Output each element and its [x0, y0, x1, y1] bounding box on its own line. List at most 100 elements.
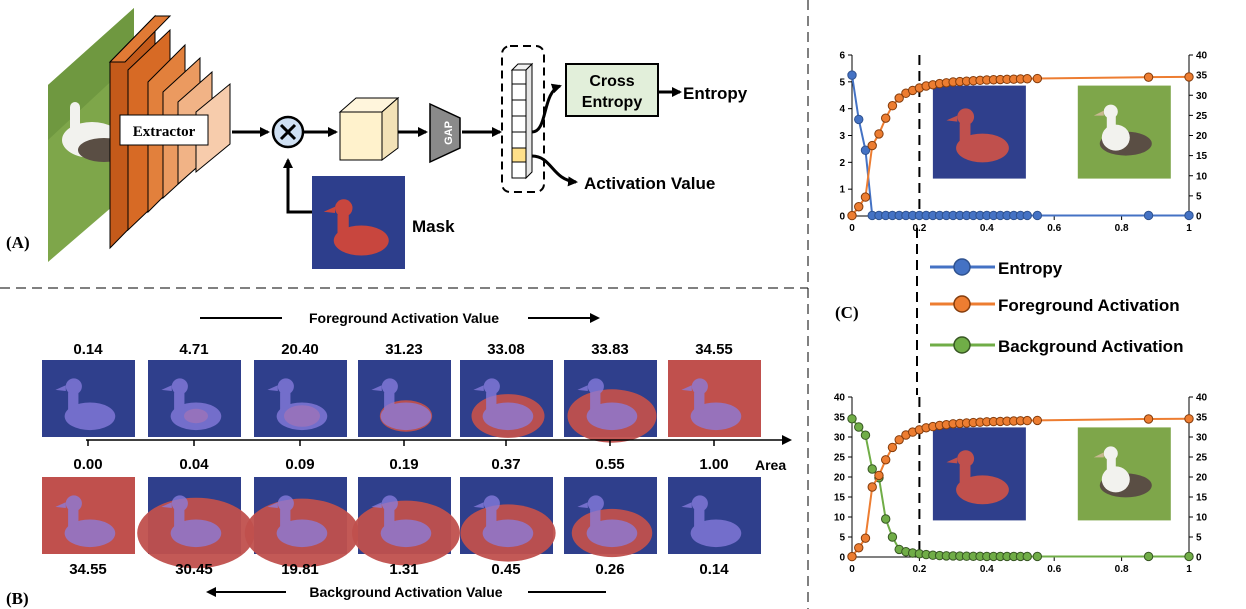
bg-value-label: 0.26 [595, 561, 624, 578]
area-value-label: 0.09 [285, 456, 314, 473]
data-point [860, 430, 871, 440]
area-value-label: 0.37 [491, 456, 520, 473]
mask-image [312, 176, 405, 269]
cross-entropy-box [565, 63, 659, 117]
data-point [867, 482, 877, 492]
x-tick-label: 0.8 [1115, 564, 1129, 575]
y-tick-label-right: 5 [1196, 191, 1202, 202]
y-tick-label-left: 25 [834, 453, 846, 464]
y-tick-label-left: 30 [834, 433, 846, 444]
y-tick-label-right: 0 [1196, 212, 1202, 223]
x-tick-label: 0 [849, 223, 855, 234]
data-point [847, 210, 857, 221]
data-point [1022, 74, 1032, 84]
y-tick-label-right: 15 [1196, 493, 1208, 504]
fg-thumbnail [254, 360, 347, 437]
panel-b-label: (B) [6, 589, 29, 608]
panel-c-label: (C) [835, 303, 859, 322]
bg-thumbnail [137, 477, 255, 569]
area-value-label: 0.00 [73, 456, 102, 473]
data-point [874, 470, 884, 481]
bg-thumbnail [352, 477, 460, 566]
data-point [1143, 551, 1154, 562]
fg-value-label: 33.83 [591, 341, 629, 358]
cross-entropy-line1: Cross [589, 73, 634, 90]
inset-mask-image [932, 427, 1026, 521]
y-tick-label-right: 20 [1196, 131, 1208, 142]
y-tick-label-right: 40 [1196, 51, 1208, 62]
gap-block: GAP [429, 102, 461, 164]
y-tick-label-right: 40 [1196, 393, 1208, 404]
cross-entropy-line2: Entropy [582, 94, 643, 111]
gap-label: GAP [443, 121, 455, 145]
extractor-stack: Extractor [108, 14, 231, 250]
data-point [881, 455, 891, 465]
data-point [881, 514, 891, 524]
data-point [847, 70, 857, 80]
data-point [860, 145, 871, 155]
y-tick-label-right: 10 [1196, 171, 1208, 182]
data-point [894, 435, 904, 445]
x-tick-label: 0.2 [912, 223, 926, 234]
data-point [1032, 73, 1043, 84]
y-tick-label-right: 25 [1196, 453, 1208, 464]
y-tick-label-right: 25 [1196, 111, 1208, 122]
x-tick-label: 0 [849, 564, 855, 575]
area-axis-label: Area [755, 457, 786, 473]
y-tick-label-left: 40 [834, 393, 846, 404]
data-point [867, 464, 877, 474]
legend-background: Background Activation [930, 336, 1183, 356]
area-value-label: 0.19 [389, 456, 418, 473]
bg-thumbnail [42, 477, 135, 554]
data-point [1184, 72, 1194, 82]
inset-mask-image [932, 85, 1026, 179]
data-point [1032, 415, 1043, 426]
y-tick-label-left: 0 [839, 553, 845, 564]
feature-vector-box [501, 45, 545, 193]
inset-bird-image [1077, 85, 1171, 179]
y-tick-label-left: 15 [834, 493, 846, 504]
y-tick-label-right: 15 [1196, 151, 1208, 162]
fg-thumbnail [460, 360, 553, 438]
bg-title: Background Activation Value [309, 584, 502, 600]
fg-thumbnail [564, 360, 657, 443]
x-tick-label: 0.6 [1047, 223, 1061, 234]
panel-a: Extractor Mask GAP [6, 8, 748, 269]
y-tick-label-right: 0 [1196, 553, 1202, 564]
bg-value-label: 34.55 [69, 561, 107, 578]
bg-value-label: 30.45 [175, 561, 213, 578]
data-point [1184, 210, 1194, 221]
fg-value-label: 0.14 [73, 341, 103, 358]
data-point [1143, 210, 1154, 221]
fg-value-label: 31.23 [385, 341, 423, 358]
legend-foreground: Foreground Activation [930, 295, 1180, 315]
x-tick-label: 0.8 [1115, 223, 1129, 234]
data-point [854, 202, 864, 212]
y-tick-label-left: 5 [839, 533, 845, 544]
fg-value-label: 33.08 [487, 341, 525, 358]
data-point [854, 543, 864, 553]
data-point [1022, 210, 1032, 221]
y-tick-label-right: 10 [1196, 513, 1208, 524]
x-tick-label: 0.4 [980, 564, 994, 575]
y-tick-label-right: 5 [1196, 533, 1202, 544]
activation-value-label: Activation Value [584, 174, 715, 193]
data-point [1184, 414, 1194, 424]
extractor-label: Extractor [133, 124, 196, 140]
area-value-label: 0.55 [595, 456, 624, 473]
y-tick-label-left: 4 [839, 104, 845, 115]
x-tick-label: 1 [1186, 223, 1192, 234]
extractor-label-box [119, 114, 209, 146]
data-point [887, 101, 898, 111]
legend: Entropy Foreground Activation Background… [930, 258, 1183, 356]
bg-value-label: 19.81 [281, 561, 319, 578]
bg-thumbnail [244, 477, 360, 568]
y-tick-label-left: 5 [839, 77, 845, 88]
bg-value-label: 1.31 [389, 561, 418, 578]
legend-entropy-label: Entropy [998, 259, 1063, 278]
y-tick-label-left: 2 [839, 158, 845, 169]
